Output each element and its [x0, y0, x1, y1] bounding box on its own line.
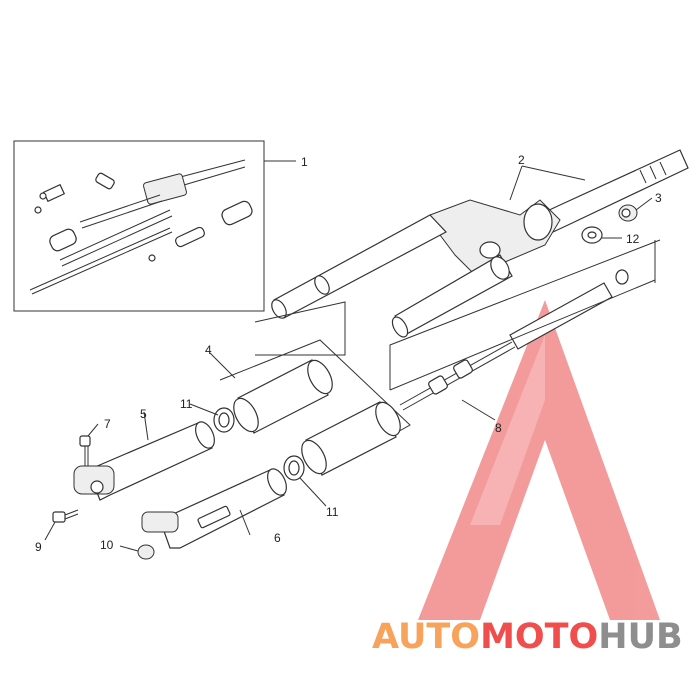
steering-stem — [544, 149, 689, 233]
watermark-hub: HUB — [598, 617, 682, 657]
callout-6: 6 — [274, 531, 281, 545]
callout-2: 2 — [518, 153, 525, 167]
axle-clamp-6 — [141, 511, 179, 533]
bolt-part-7 — [79, 435, 91, 466]
callout-11-upper: 11 — [180, 397, 193, 411]
callout-8: 8 — [495, 421, 502, 435]
callout-1: 1 — [301, 155, 308, 169]
callout-9: 9 — [35, 540, 42, 554]
callout-labels: 1 2 3 4 5 6 7 8 9 10 11 11 12 — [35, 153, 662, 554]
kit-mini-fork — [29, 159, 253, 295]
callout-11-lower: 11 — [326, 505, 339, 519]
logo-inner-stripe — [470, 335, 545, 525]
callout-5: 5 — [140, 407, 147, 421]
lower-leg-part-6 — [141, 468, 287, 549]
logo-outer-triangle — [418, 300, 660, 620]
callout-3: 3 — [655, 191, 662, 205]
callout-10: 10 — [100, 538, 114, 552]
callout-7: 7 — [104, 417, 111, 431]
watermark-logo — [418, 300, 660, 620]
washer-part-12 — [581, 226, 603, 244]
watermark-auto: AUTO — [372, 617, 480, 657]
callout-4: 4 — [205, 343, 212, 357]
bolt-part-9 — [52, 509, 79, 523]
logo-inner-cutout — [520, 545, 595, 620]
slider-bushings-part-4 — [219, 301, 411, 476]
callout-12: 12 — [626, 232, 640, 246]
leader-lines — [44, 160, 653, 552]
fork-assembly — [271, 149, 689, 338]
lower-leg-5-body — [87, 422, 213, 501]
kit-box-frame — [13, 140, 265, 312]
nut-part-3 — [618, 204, 638, 222]
watermark-word: AUTOMOTOHUB — [372, 617, 683, 657]
axle-clamp-5 — [73, 465, 115, 495]
watermark-text: AUTOMOTOHUB — [372, 617, 683, 657]
cap-part-10 — [137, 544, 155, 560]
damper-tube — [509, 282, 613, 350]
seal-part-11-lower — [283, 455, 305, 481]
watermark-moto: MOTO — [480, 617, 598, 657]
seal-part-11-upper — [213, 407, 235, 433]
damper-rod-part-8 — [389, 239, 661, 411]
fork-kit-box — [13, 140, 265, 312]
lower-leg-part-5 — [73, 421, 215, 501]
